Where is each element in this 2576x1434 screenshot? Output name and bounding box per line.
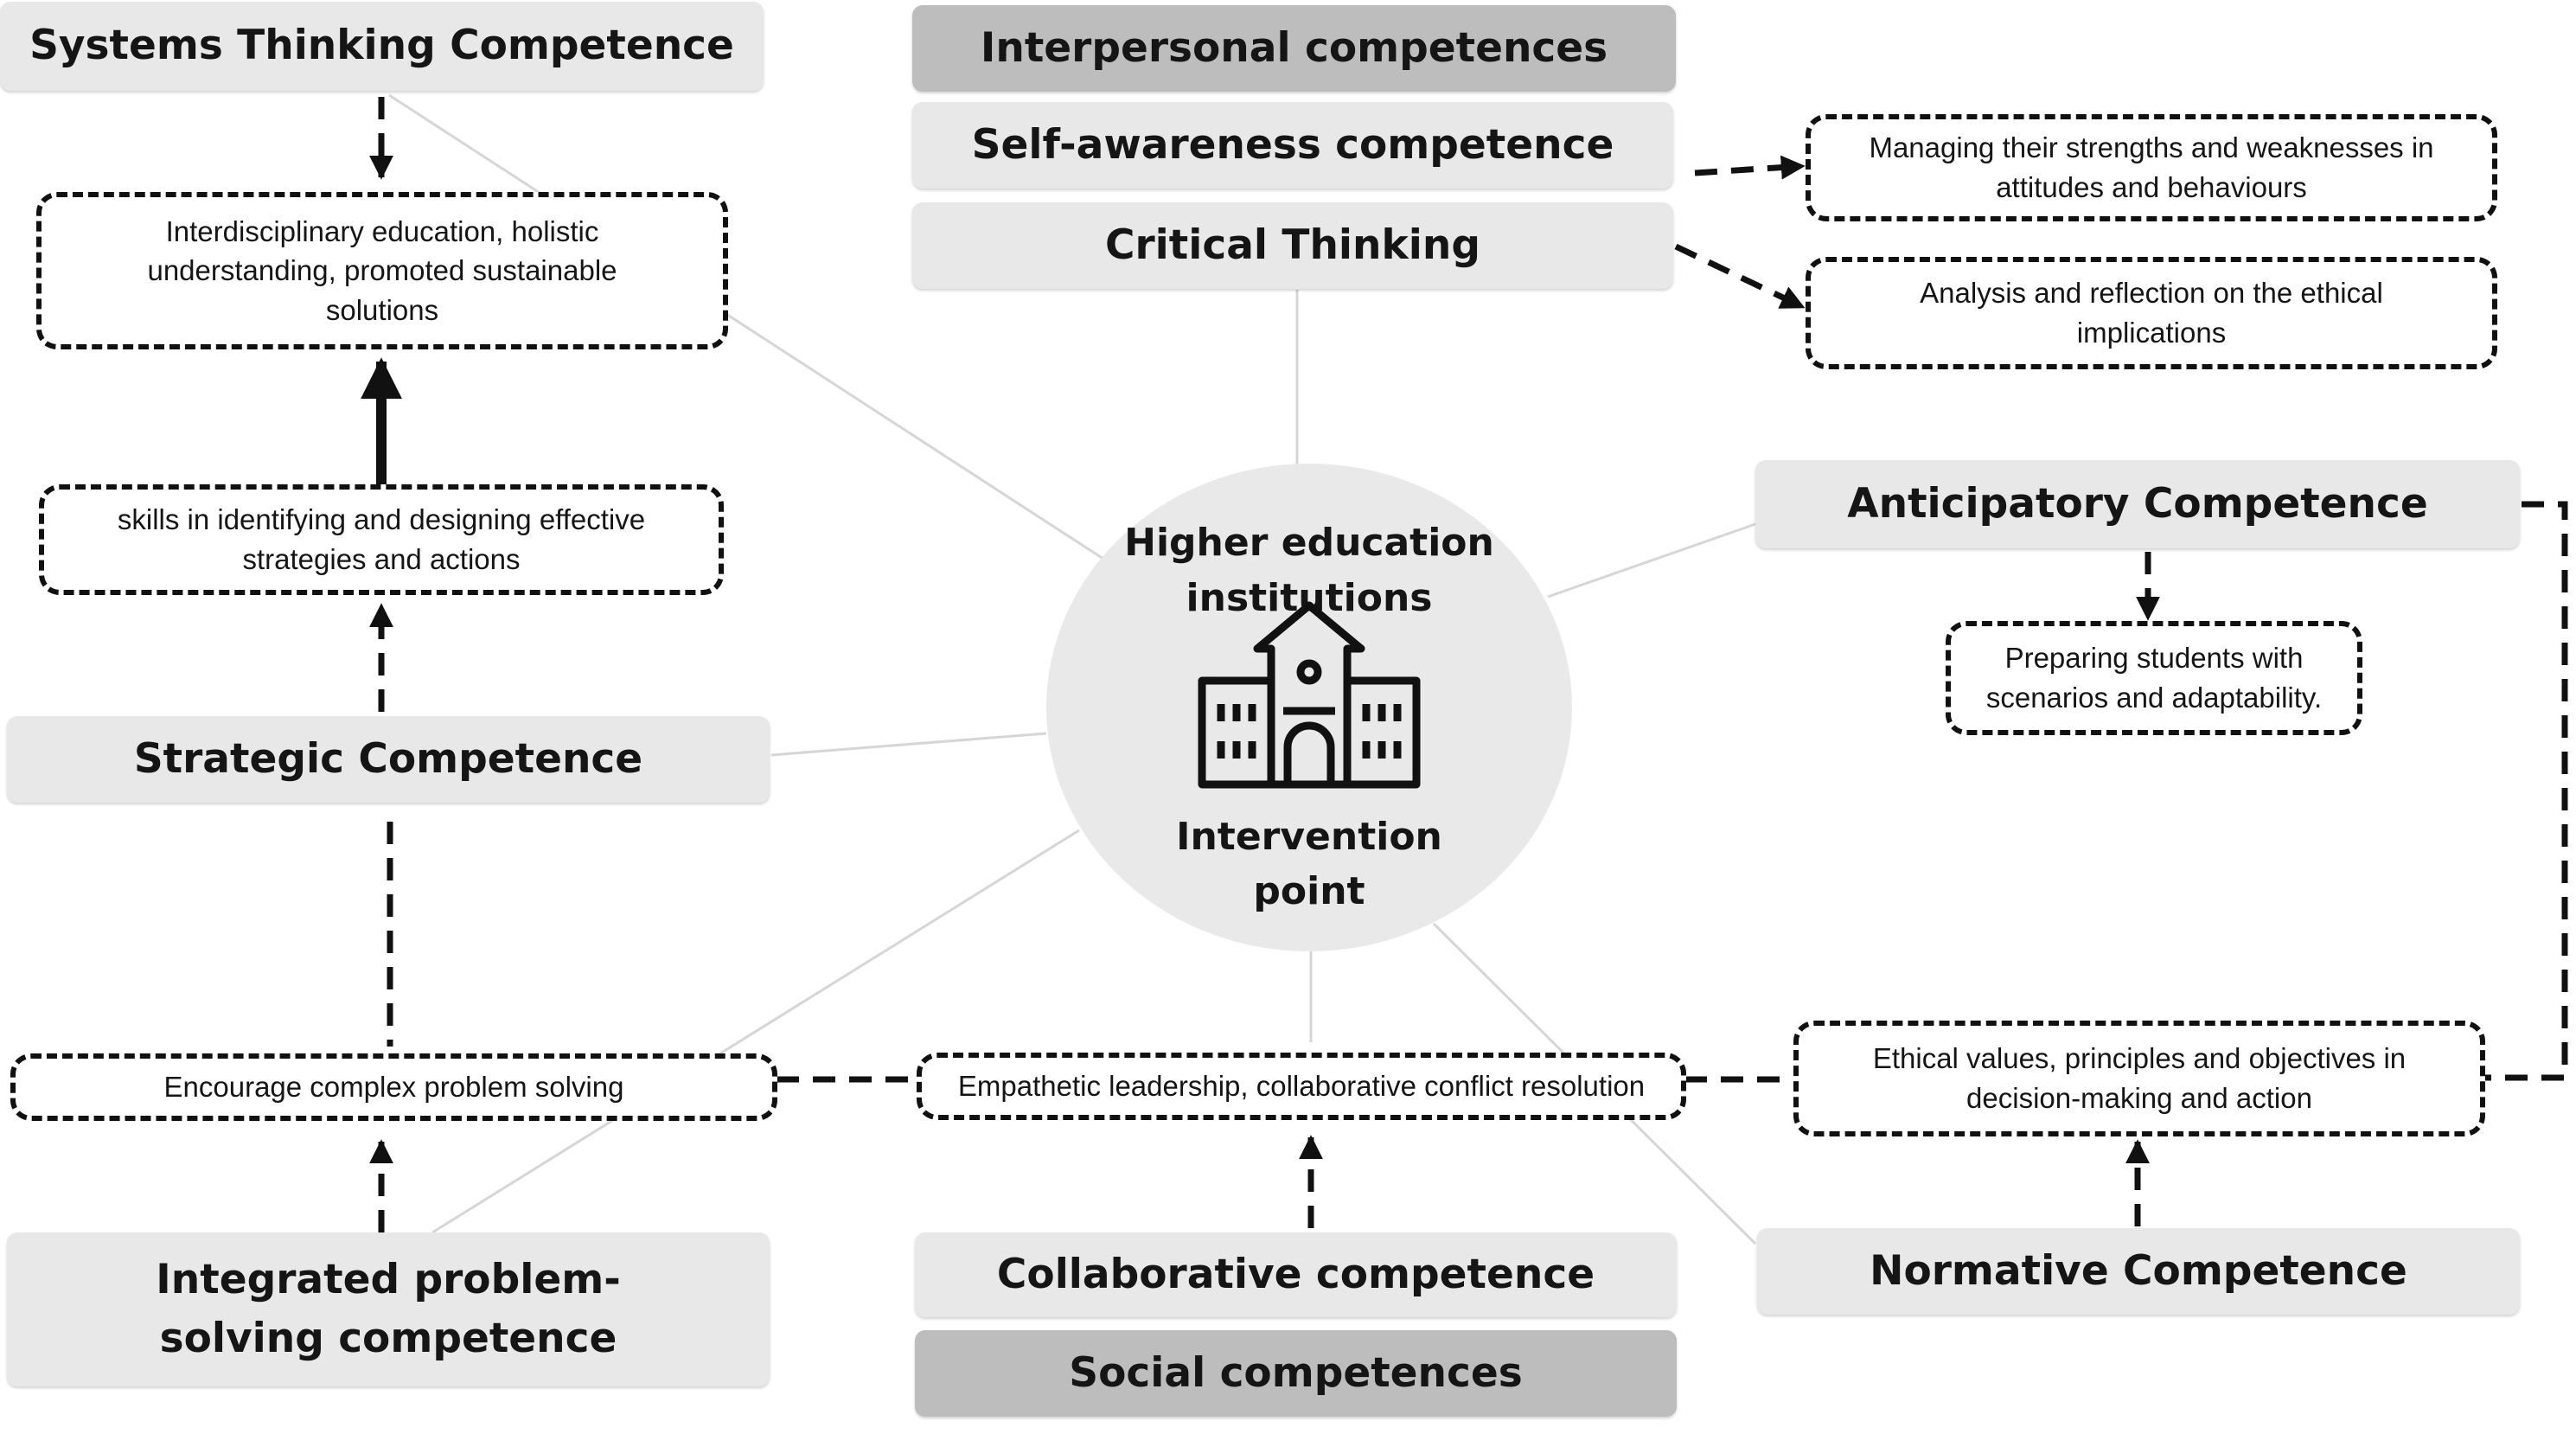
spoke-integrated (431, 829, 1080, 1234)
complex-problem-solving-box: Encourage complex problem solving (10, 1053, 777, 1121)
anticipatory-competence: Anticipatory Competence (1755, 460, 2520, 548)
preparing-students-box: Preparing students with scenarios and ad… (1946, 621, 2362, 735)
ethical-analysis-box: Analysis and reflection on the ethical i… (1806, 257, 2497, 369)
spoke-strategic (770, 732, 1047, 757)
collaborative-competence: Collaborative competence (915, 1232, 1677, 1317)
integrated-problem-solving-competence: Integrated problem-solving competence (7, 1232, 770, 1386)
arrow-critical-to-ethical-analysis (1674, 243, 1806, 310)
identifying-strategies-box: skills in identifying and designing effe… (39, 484, 724, 595)
managing-strengths-box: Managing their strengths and weaknesses … (1806, 114, 2497, 221)
hub-title: Higher education institutions (1124, 521, 1494, 620)
critical-thinking-competence: Critical Thinking (912, 202, 1673, 289)
hub-circle: Higher education institutions Interventi… (1046, 464, 1572, 951)
ethical-values-box: Ethical values, principles and objective… (1793, 1021, 2485, 1136)
arrow-self-awareness-to-managing (1694, 155, 1806, 180)
link-anticipatory-to-ethical-values (2485, 501, 2568, 1081)
self-awareness-competence: Self-awareness competence (912, 102, 1673, 189)
empathetic-leadership-box: Empathetic leadership, collaborative con… (917, 1053, 1686, 1120)
university-building-icon (1198, 601, 1421, 789)
normative-competence: Normative Competence (1757, 1228, 2520, 1315)
interdisciplinary-education-box: Interdisciplinary education, holistic un… (36, 192, 728, 349)
strategic-competence: Strategic Competence (7, 716, 770, 803)
spoke-anticipatory (1547, 522, 1756, 599)
systems-thinking-competence: Systems Thinking Competence (0, 2, 764, 91)
social-competences: Social competences (915, 1330, 1677, 1417)
spoke-systems (388, 93, 1109, 564)
interpersonal-competences: Interpersonal competences (912, 5, 1676, 92)
hub-subtitle: Intervention point (1176, 814, 1442, 914)
